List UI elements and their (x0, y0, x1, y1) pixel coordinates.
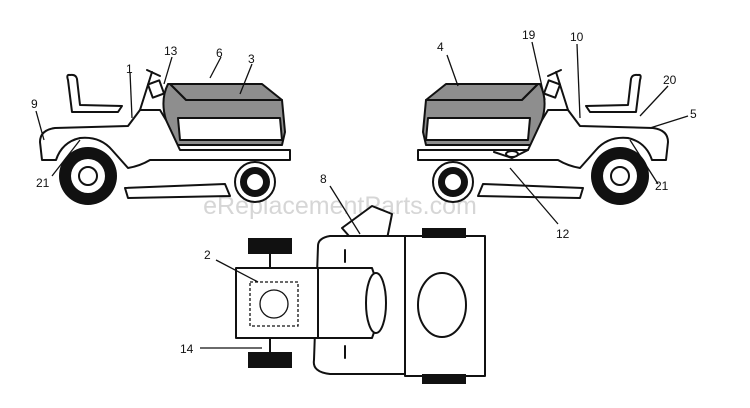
leader-12 (509, 167, 559, 225)
front-rim-left (247, 174, 263, 190)
callout-8: 8 (320, 172, 327, 186)
tractor-left-side-view: 1 13 6 3 9 21 (31, 44, 291, 205)
grille-panel-left (177, 117, 283, 141)
leader-6 (209, 56, 222, 79)
steering-wheel-left (139, 69, 161, 111)
callout-19: 19 (522, 28, 536, 42)
rear-rim-left (71, 159, 105, 193)
seat-top (417, 272, 467, 338)
rear-hub-right (610, 166, 630, 186)
callout-20: 20 (663, 73, 677, 87)
leader-10 (576, 43, 581, 119)
leader-9 (35, 110, 45, 141)
rear-tire-top-a (422, 228, 466, 238)
leader-21-left (51, 139, 81, 177)
chassis-right (417, 109, 669, 169)
leader-5 (649, 115, 689, 129)
hood-top-left (169, 83, 283, 101)
callout-3: 3 (248, 52, 255, 66)
leader-19 (531, 41, 546, 101)
callout-12: 12 (556, 227, 570, 241)
mower-deck-left (124, 183, 231, 199)
rear-rim-right (603, 159, 637, 193)
callout-9: 9 (31, 97, 38, 111)
decal-circle (259, 289, 289, 319)
callout-14: 14 (180, 342, 194, 356)
rear-tire-top-b (422, 374, 466, 384)
callout-6: 6 (216, 46, 223, 60)
leader-2 (215, 259, 259, 283)
hood-top-right (425, 83, 539, 101)
front-tire-top-b (248, 352, 292, 368)
callout-21-right: 21 (655, 179, 669, 193)
seat-right (585, 73, 642, 113)
leader-3 (239, 63, 253, 95)
decal-outline (249, 281, 299, 327)
dash-top (365, 272, 387, 334)
hood-front-top (235, 267, 319, 339)
lever-knob (505, 150, 519, 158)
callout-13: 13 (164, 44, 178, 58)
rear-hub-left (78, 166, 98, 186)
leader-8 (329, 185, 361, 235)
callout-21-left: 21 (36, 176, 50, 190)
leader-21-right (629, 139, 659, 185)
tractor-right-side-view: 4 19 10 20 5 21 12 (417, 28, 697, 241)
chassis-left (39, 109, 291, 169)
tractor-top-view: 8 2 14 (180, 172, 486, 384)
callout-4: 4 (437, 40, 444, 54)
leader-1 (129, 71, 133, 119)
grille-panel-right (425, 117, 531, 141)
seat-left (66, 73, 123, 113)
front-tire-top-a (248, 238, 292, 254)
steering-column-right (542, 79, 562, 99)
leader-4 (446, 54, 459, 87)
callout-1: 1 (126, 62, 133, 76)
steering-column-left (146, 79, 166, 99)
callout-10: 10 (570, 30, 584, 44)
leader-20 (639, 85, 669, 117)
front-rim-right (445, 174, 461, 190)
callout-5: 5 (690, 107, 697, 121)
callout-2: 2 (204, 248, 211, 262)
steering-wheel-right (547, 69, 569, 111)
leader-13-left (163, 56, 173, 85)
